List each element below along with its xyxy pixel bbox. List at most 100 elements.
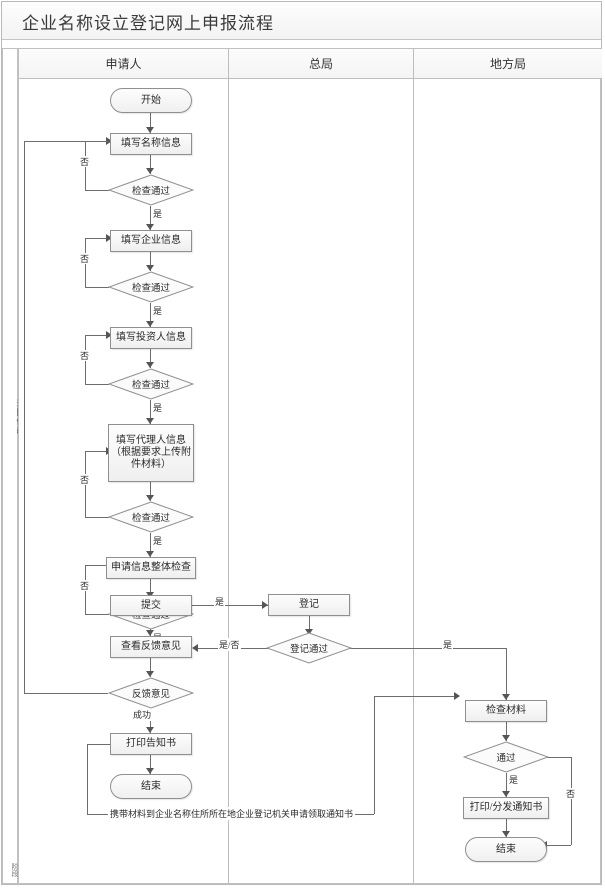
- node-fill-agent-info[interactable]: 填写代理人信息 （根据要求上传附 件材料）: [108, 424, 194, 482]
- node-feedback-opinion-label: 反馈意见: [131, 690, 170, 700]
- node-print-distribute-notice[interactable]: 打印/分发通知书: [463, 797, 549, 819]
- conn-note-h-left: [87, 814, 108, 815]
- edge-label-no-3: 否: [78, 350, 91, 361]
- node-fill-investor-info[interactable]: 填写投资人信息: [110, 327, 192, 349]
- arrow-fillcompany-check2: [146, 265, 154, 271]
- conn-note-v-right: [374, 696, 375, 814]
- conn-overall-check5: [150, 579, 151, 598]
- node-check-material[interactable]: 检查材料: [465, 700, 547, 722]
- arrow-note-checkmat: [454, 692, 460, 700]
- node-fill-agent-line1: 填写代理人信息: [116, 435, 186, 446]
- arrow-submit-feedback: [146, 630, 154, 636]
- node-register[interactable]: 登记: [268, 594, 350, 616]
- node-fill-name-info[interactable]: 填写名称信息: [110, 133, 192, 155]
- arrow-checkmat-pass: [502, 735, 510, 741]
- conn-fb-loop-v: [24, 141, 25, 693]
- arrow-register-regpass: [305, 629, 313, 635]
- lane-body-applicant: [19, 79, 229, 884]
- conn-check3-no-top: [85, 335, 108, 336]
- node-check-pass-3[interactable]: 检查通过: [108, 368, 194, 400]
- conn-pass-yes: [506, 773, 507, 797]
- arrow-pass-print: [502, 791, 510, 797]
- arrow-fillinvestor-check3: [146, 362, 154, 368]
- node-check-pass-2-label: 检查通过: [131, 284, 170, 294]
- node-check-pass-1-label: 检查通过: [131, 187, 170, 197]
- edge-label-no-2: 否: [78, 253, 91, 264]
- node-view-feedback[interactable]: 查看反馈意见: [110, 636, 192, 658]
- conn-check1-yes: [150, 206, 151, 230]
- conn-note-h-right: [347, 814, 374, 815]
- conn-check2-no-top: [85, 238, 108, 239]
- conn-fillinvestor-check3: [150, 349, 151, 368]
- conn-fb-loop-h-bottom: [24, 693, 108, 694]
- arrow-regpass-viewfb: [192, 644, 198, 652]
- conn-check3-yes: [150, 400, 151, 424]
- conn-pass-no-bottom: [547, 845, 571, 846]
- arrow-fb-print: [146, 727, 154, 733]
- conn-check5-no-top: [85, 565, 108, 566]
- conn-print-note-v: [87, 744, 88, 814]
- node-print-notice[interactable]: 打印告知书: [110, 733, 192, 755]
- arrow-check2-yes: [146, 321, 154, 327]
- conn-viewfb-fbdiamond: [150, 658, 151, 677]
- lane-header-local: 地方局: [414, 49, 602, 79]
- edge-label-no-1: 否: [78, 156, 91, 167]
- node-pass[interactable]: 通过: [463, 741, 549, 773]
- node-check-pass-2[interactable]: 检查通过: [108, 271, 194, 303]
- page-title: 企业名称设立登记网上申报流程: [22, 14, 274, 33]
- conn-check2-no-h: [85, 287, 109, 288]
- pool-gutter: 阶段: [2, 48, 19, 884]
- edge-label-feedback-success: 成功: [132, 708, 153, 721]
- arrow-regpass-checkmat: [502, 694, 510, 700]
- conn-check4-no-h: [85, 517, 109, 518]
- node-end-local[interactable]: 结束: [465, 837, 547, 862]
- node-start[interactable]: 开始: [110, 88, 192, 113]
- node-end-applicant[interactable]: 结束: [110, 774, 192, 799]
- edge-label-pass-yes: 是: [508, 773, 520, 786]
- lane-header-general: 总局: [229, 49, 414, 79]
- conn-check4-no-top: [85, 451, 108, 452]
- node-pass-label: 通过: [496, 754, 516, 764]
- arrow-check3-yes: [146, 418, 154, 424]
- node-check-pass-4[interactable]: 检查通过: [108, 501, 194, 533]
- conn-regpass-right-v: [506, 648, 507, 700]
- arrow-print-end: [146, 768, 154, 774]
- arrow-check2-no: [106, 234, 112, 242]
- conn-fillcompany-check2: [150, 252, 151, 271]
- edge-label-yes-4: 是: [152, 534, 164, 547]
- edge-label-pass-no: 否: [564, 788, 577, 799]
- conn-regpass-right-h: [349, 648, 506, 649]
- conn-print-note-h: [87, 744, 110, 745]
- edge-label-yes-3: 是: [152, 401, 164, 414]
- node-feedback-opinion[interactable]: 反馈意见: [108, 677, 194, 709]
- node-check-pass-1[interactable]: 检查通过: [108, 174, 194, 206]
- lane-body-general: [229, 79, 414, 884]
- conn-note-to-checkmat: [374, 696, 459, 697]
- arrow-check1-no: [106, 137, 112, 145]
- node-register-pass[interactable]: 登记通过: [266, 632, 352, 664]
- conn-check4-yes: [150, 533, 151, 557]
- edge-label-submit-yes: 是: [214, 595, 226, 608]
- node-submit[interactable]: 提交: [110, 595, 192, 616]
- gutter-stage-label: 阶段: [11, 863, 19, 877]
- conn-pass-no-h: [546, 757, 571, 758]
- arrow-start-fillname: [146, 127, 154, 133]
- arrow-fillname-check1: [146, 168, 154, 174]
- conn-submit-register: [192, 605, 268, 606]
- swimlane-pool: 阶段 退回修改 申请人 总局 地方局 否 是: [2, 44, 602, 884]
- conn-fb-print: [150, 709, 151, 733]
- arrow-agent-check4: [146, 495, 154, 501]
- node-fill-agent-line2: （根据要求上传附: [111, 447, 191, 458]
- arrow-print-endlocal: [502, 831, 510, 837]
- conn-fillname-check1: [150, 155, 151, 174]
- conn-print-end: [150, 755, 151, 774]
- node-check-pass-4-label: 检查通过: [131, 514, 170, 524]
- node-overall-check[interactable]: 申请信息整体检查: [106, 557, 196, 579]
- arrow-check1-yes: [146, 224, 154, 230]
- edge-label-no-5: 否: [78, 580, 91, 591]
- arrow-check3-no: [106, 331, 112, 339]
- node-fill-company-info[interactable]: 填写企业信息: [110, 230, 192, 252]
- conn-check1-no-h: [85, 190, 109, 191]
- conn-start-fillname: [150, 113, 151, 133]
